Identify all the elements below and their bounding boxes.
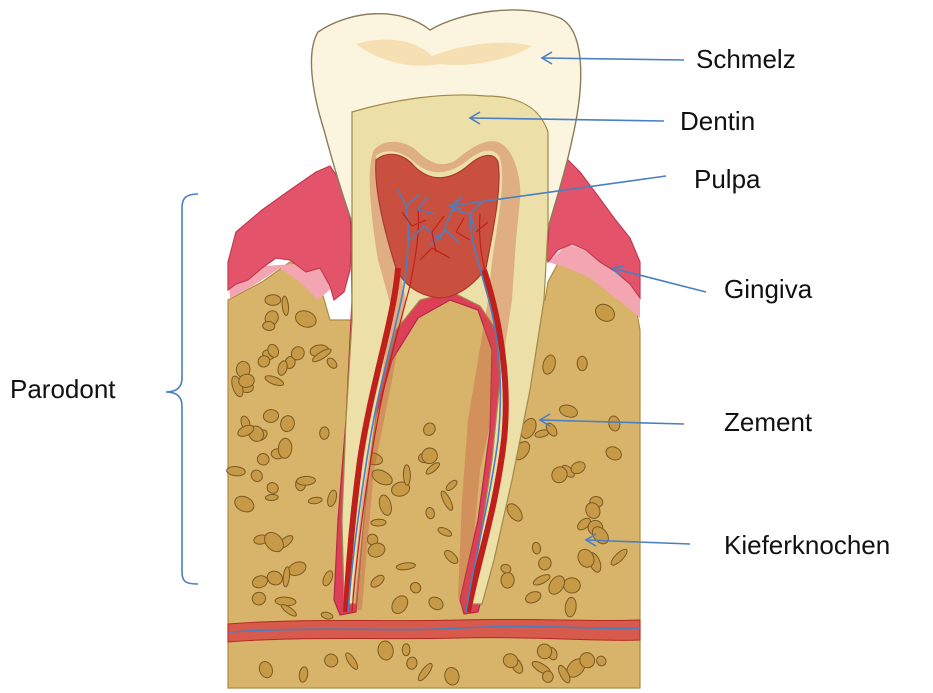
bone-pore (563, 577, 581, 593)
label-pulp: Pulpa (694, 164, 761, 194)
label-gingiva: Gingiva (724, 274, 813, 304)
label-enamel: Schmelz (696, 44, 796, 74)
bone-pore (577, 356, 587, 371)
label-jawbone: Kieferknochen (724, 530, 890, 560)
vessel-red-band (228, 619, 640, 642)
bone-pore (403, 465, 410, 486)
bone-pore (265, 295, 281, 306)
bone-pore (371, 519, 386, 526)
label-cementum: Zement (724, 407, 813, 437)
periodontium-brace (166, 194, 198, 584)
label-periodontium: Parodont (10, 374, 116, 404)
vessel-band (228, 619, 640, 642)
bone-pore (402, 644, 410, 656)
label-dentin: Dentin (680, 106, 755, 136)
bone-pore (501, 572, 514, 588)
bone-pore (319, 427, 329, 440)
